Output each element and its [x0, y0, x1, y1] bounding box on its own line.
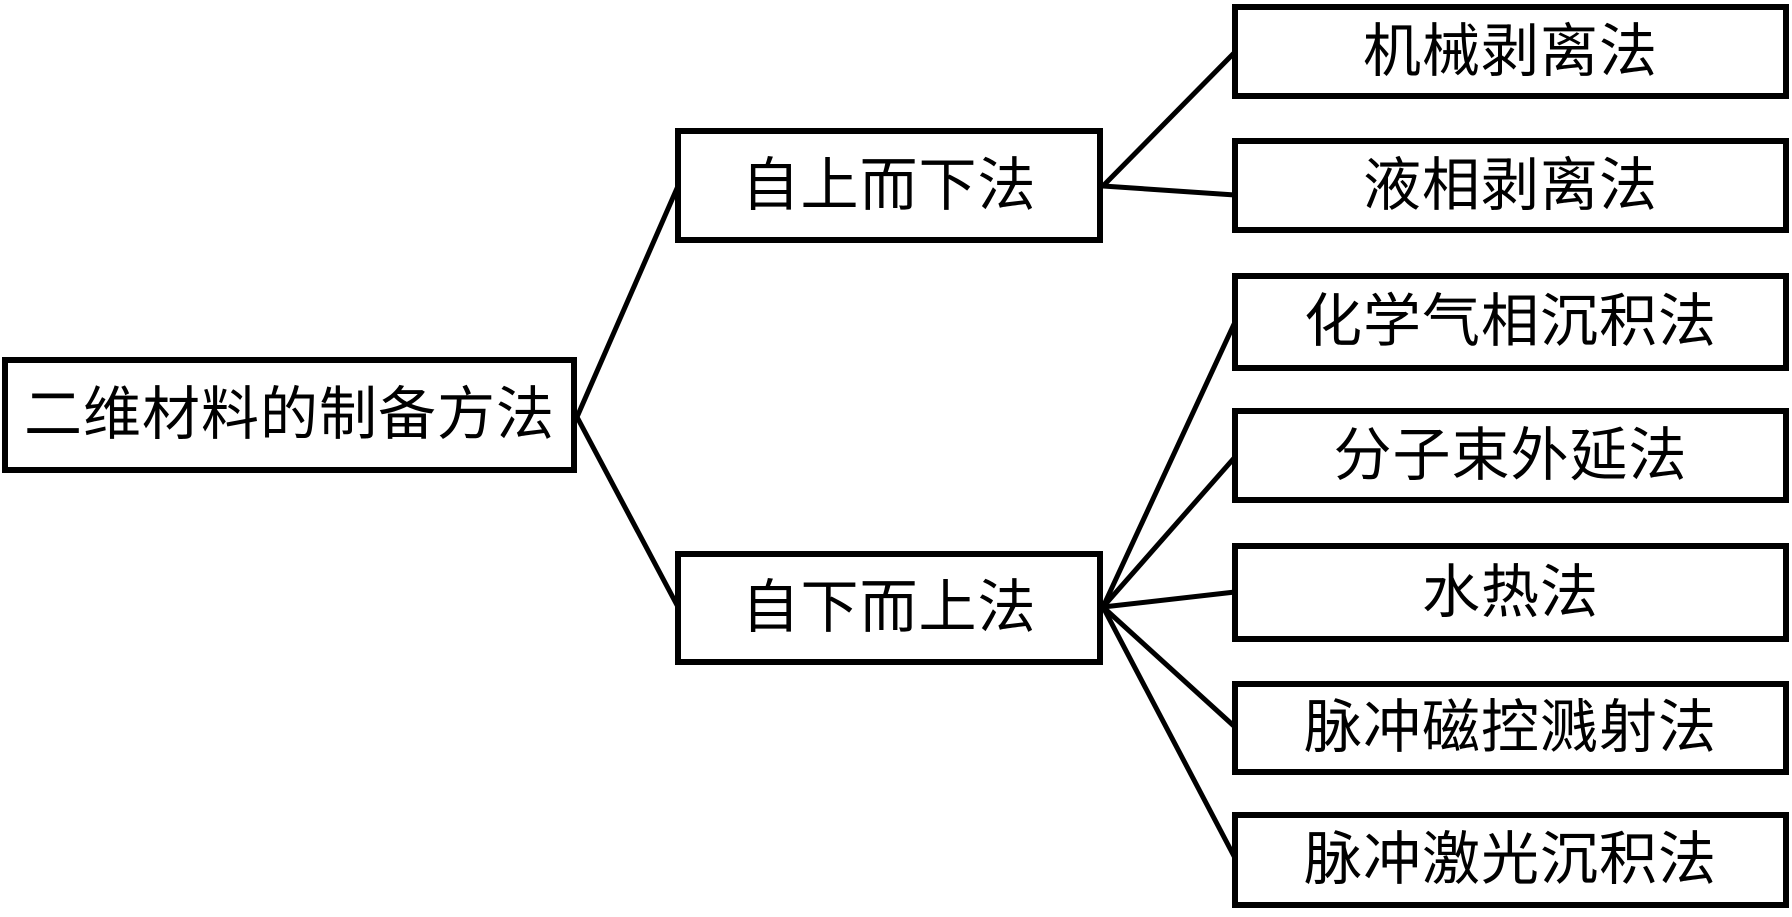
node-liquid-phase-exfoliation: 液相剥离法: [1232, 138, 1789, 233]
node-pulsed-magnetron-sputtering: 脉冲磁控溅射法: [1232, 681, 1789, 775]
leaf-label: 脉冲激光沉积法: [1303, 827, 1717, 892]
edge-topdown-to-leaf2: [1102, 183, 1236, 198]
node-hydrothermal-method: 水热法: [1232, 543, 1789, 642]
edge-root-to-bottomup: [574, 415, 681, 609]
leaf-label: 机械剥离法: [1362, 18, 1658, 84]
edge-root-to-topdown: [574, 184, 681, 419]
leaf-label: 分子束外延法: [1333, 422, 1688, 488]
edge-bottomup-to-leaf5: [1102, 589, 1236, 610]
node-chemical-vapor-deposition: 化学气相沉积法: [1232, 273, 1789, 371]
node-root-label: 二维材料的制备方法: [23, 382, 555, 447]
node-mechanical-exfoliation: 机械剥离法: [1232, 4, 1789, 99]
node-pulsed-laser-deposition: 脉冲激光沉积法: [1232, 812, 1789, 908]
edge-bottomup-to-leaf7: [1100, 605, 1238, 860]
edge-bottomup-to-leaf3: [1100, 320, 1238, 609]
leaf-label: 脉冲磁控溅射法: [1303, 695, 1717, 760]
node-bottom-up-label: 自下而上法: [741, 575, 1037, 640]
node-top-down-label: 自上而下法: [741, 152, 1037, 218]
edge-bottomup-to-leaf6: [1101, 605, 1237, 729]
node-top-down-method: 自上而下法: [675, 128, 1103, 243]
node-molecular-beam-epitaxy: 分子束外延法: [1232, 408, 1789, 503]
leaf-label: 水热法: [1421, 559, 1599, 625]
edge-topdown-to-leaf1: [1101, 50, 1237, 188]
node-root: 二维材料的制备方法: [2, 357, 577, 473]
node-bottom-up-method: 自下而上法: [675, 551, 1103, 665]
leaf-label: 液相剥离法: [1362, 152, 1658, 218]
edge-bottomup-to-leaf4: [1101, 455, 1237, 609]
leaf-label: 化学气相沉积法: [1303, 289, 1717, 354]
